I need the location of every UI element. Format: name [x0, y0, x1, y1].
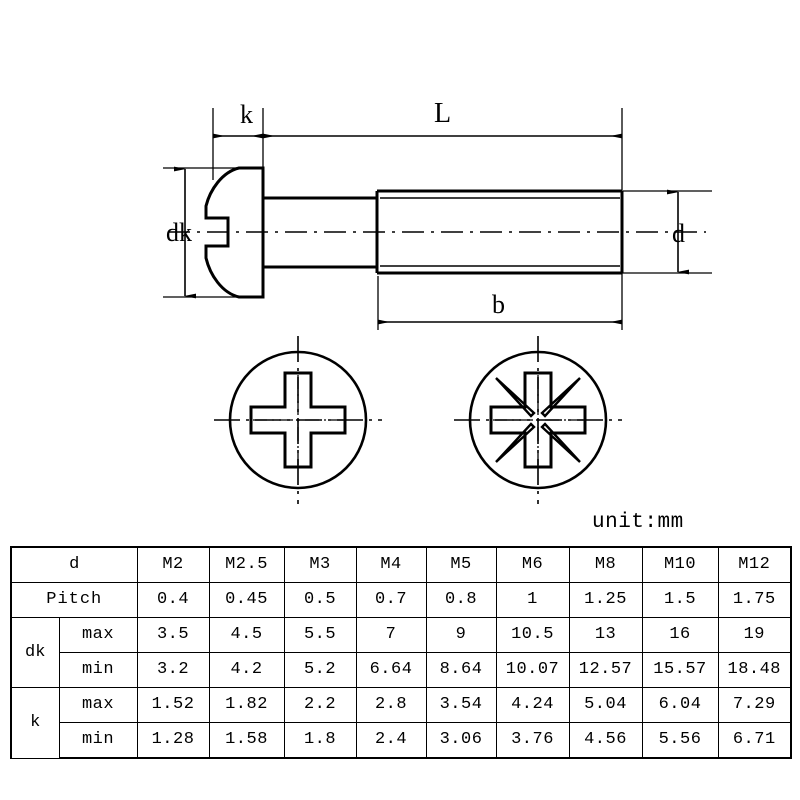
table-cell: 12.57 [568, 652, 643, 688]
table-cell: 2.4 [355, 722, 427, 759]
table-cell: 4.56 [568, 722, 643, 759]
table-cell: 4.24 [495, 687, 570, 723]
table-cell: 19 [717, 617, 793, 653]
screw-thread-body [375, 189, 624, 275]
table-cell: 3.54 [425, 687, 497, 723]
table-cell: 2.8 [355, 687, 427, 723]
unit-note: unit:mm [592, 511, 684, 534]
table-col-header: M6 [495, 546, 570, 583]
dimension-lines [174, 133, 689, 325]
table-cell: 3.5 [136, 617, 210, 653]
row-sublabel-max: max [58, 687, 138, 723]
dimension-label-b: b [492, 290, 505, 319]
dimension-label-k: k [240, 100, 253, 129]
table-col-header: M12 [717, 546, 793, 583]
table-cell: 0.45 [208, 582, 285, 618]
table-row: min 1.28 1.58 1.8 2.4 3.06 3.76 4.56 5.5… [11, 722, 793, 759]
table-cell: 0.5 [283, 582, 357, 618]
row-sublabel-max: max [58, 617, 138, 653]
table-header-d: d [9, 546, 138, 583]
head-recess-slot [206, 216, 230, 248]
table-cell: 6.71 [717, 722, 793, 759]
pozidriv-head-view [454, 336, 622, 504]
table-cell: 5.2 [283, 652, 357, 688]
dimension-label-dk: dk [166, 218, 192, 247]
screw-technical-drawing [163, 108, 712, 504]
table-row: Pitch 0.4 0.45 0.5 0.7 0.8 1 1.25 1.5 1.… [9, 582, 793, 618]
table-col-header: M2 [136, 546, 210, 583]
table-cell: 4.5 [208, 617, 285, 653]
table-cell: 5.5 [283, 617, 357, 653]
table-cell: 1.82 [208, 687, 285, 723]
table-cell: 1 [495, 582, 570, 618]
screw-dimension-table: d M2 M2.5 M3 M4 M5 M6 M8 M10 M12 Pitch 0… [9, 546, 793, 759]
table-cell: 1.5 [641, 582, 719, 618]
table-cell: 7.29 [717, 687, 793, 723]
screw-shank [263, 196, 378, 269]
screw-thread-root-lines [380, 197, 620, 267]
table-col-header: M10 [641, 546, 719, 583]
table-col-header: M4 [355, 546, 427, 583]
dimension-label-L: L [434, 98, 452, 129]
table-cell: 3.76 [495, 722, 570, 759]
table-cell: 18.48 [717, 652, 793, 688]
table-cell: 1.58 [208, 722, 285, 759]
table-cell: 8.64 [425, 652, 497, 688]
table-cell: 5.04 [568, 687, 643, 723]
table-cell: 6.04 [641, 687, 719, 723]
table-cell: 13 [568, 617, 643, 653]
table-col-header: M5 [425, 546, 497, 583]
table-cell: 3.06 [425, 722, 497, 759]
table-cell: 1.25 [568, 582, 643, 618]
table-cell: 1.28 [136, 722, 210, 759]
table-cell: 5.56 [641, 722, 719, 759]
table-cell: 16 [641, 617, 719, 653]
table-cell: 3.2 [136, 652, 210, 688]
table-col-header: M2.5 [208, 546, 285, 583]
table-cell: 0.4 [136, 582, 210, 618]
table-cell: 10.5 [495, 617, 570, 653]
table-row: k max 1.52 1.82 2.2 2.8 3.54 4.24 5.04 6… [10, 687, 793, 759]
dimension-label-d: d [672, 219, 685, 248]
table-cell: 4.2 [208, 652, 285, 688]
row-sublabel-min: min [58, 722, 138, 759]
table-col-header: M3 [283, 546, 357, 583]
table-cell: 9 [425, 617, 497, 653]
table-col-header: M8 [568, 546, 643, 583]
row-label-pitch: Pitch [9, 582, 138, 618]
row-group-label-k: k [10, 687, 60, 759]
phillips-head-view [214, 336, 382, 504]
table-row: min 3.2 4.2 5.2 6.64 8.64 10.07 12.57 15… [11, 652, 793, 688]
table-cell: 7 [355, 617, 427, 653]
table-cell: 1.8 [283, 722, 357, 759]
row-group-label-dk: dk [10, 617, 60, 688]
row-sublabel-min: min [58, 652, 138, 688]
table-cell: 1.52 [136, 687, 210, 723]
table-cell: 6.64 [355, 652, 427, 688]
table-cell: 10.07 [495, 652, 570, 688]
table-cell: 2.2 [283, 687, 357, 723]
table-cell: 0.8 [425, 582, 497, 618]
table-cell: 15.57 [641, 652, 719, 688]
table-header-row: d M2 M2.5 M3 M4 M5 M6 M8 M10 M12 [9, 546, 793, 583]
table-cell: 1.75 [717, 582, 793, 618]
table-row: dk max 3.5 4.5 5.5 7 9 10.5 13 16 19 [10, 617, 793, 688]
table-cell: 0.7 [355, 582, 427, 618]
